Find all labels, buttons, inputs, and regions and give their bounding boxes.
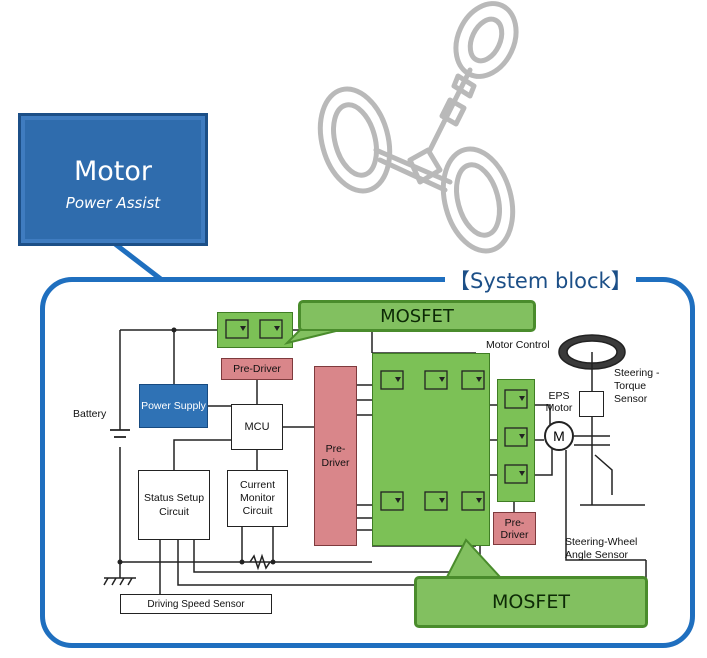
pre-driver-main-box: Pre-Driver bbox=[314, 366, 357, 546]
mcu-box: MCU bbox=[231, 404, 283, 450]
motor-card: Motor Power Assist bbox=[18, 113, 208, 246]
mosfet-callout-top: MOSFET bbox=[298, 300, 536, 332]
steering-wheel-angle-sensor-label: Steering-Wheel Angle Sensor bbox=[565, 536, 638, 561]
steering-torque-sensor-box bbox=[579, 391, 604, 417]
motor-control-label: Motor Control bbox=[486, 339, 550, 351]
power-supply-box: Power Supply bbox=[139, 384, 208, 428]
battery-symbol bbox=[110, 429, 130, 438]
steering-wheel-icon bbox=[558, 334, 626, 370]
eps-motor-symbol: M bbox=[544, 421, 574, 451]
resistor-symbol bbox=[249, 553, 271, 571]
driving-speed-sensor-box: Driving Speed Sensor bbox=[120, 594, 272, 614]
motor-title: Motor bbox=[73, 156, 153, 187]
mosfet-bridge-side bbox=[497, 379, 535, 502]
status-setup-circuit-box: Status Setup Circuit bbox=[138, 470, 210, 540]
steering-assembly-illustration bbox=[317, 1, 519, 254]
ground-symbol bbox=[103, 577, 136, 586]
mosfet-bridge-main bbox=[372, 353, 490, 546]
steering-torque-sensor-label: Steering -Torque Sensor bbox=[614, 367, 660, 405]
battery-label: Battery bbox=[73, 408, 107, 420]
current-monitor-circuit-box: Current Monitor Circuit bbox=[227, 470, 288, 527]
pre-driver-top-box: Pre-Driver bbox=[221, 358, 293, 380]
mosfet-pair-top bbox=[217, 312, 293, 348]
eps-motor-label: EPS Motor bbox=[545, 390, 573, 414]
system-block-label: 【System block】 bbox=[445, 265, 636, 295]
motor-subtitle: Power Assist bbox=[65, 194, 161, 212]
mosfet-callout-bottom: MOSFET bbox=[414, 576, 648, 628]
pre-driver-small-box: Pre-Driver bbox=[493, 512, 536, 545]
